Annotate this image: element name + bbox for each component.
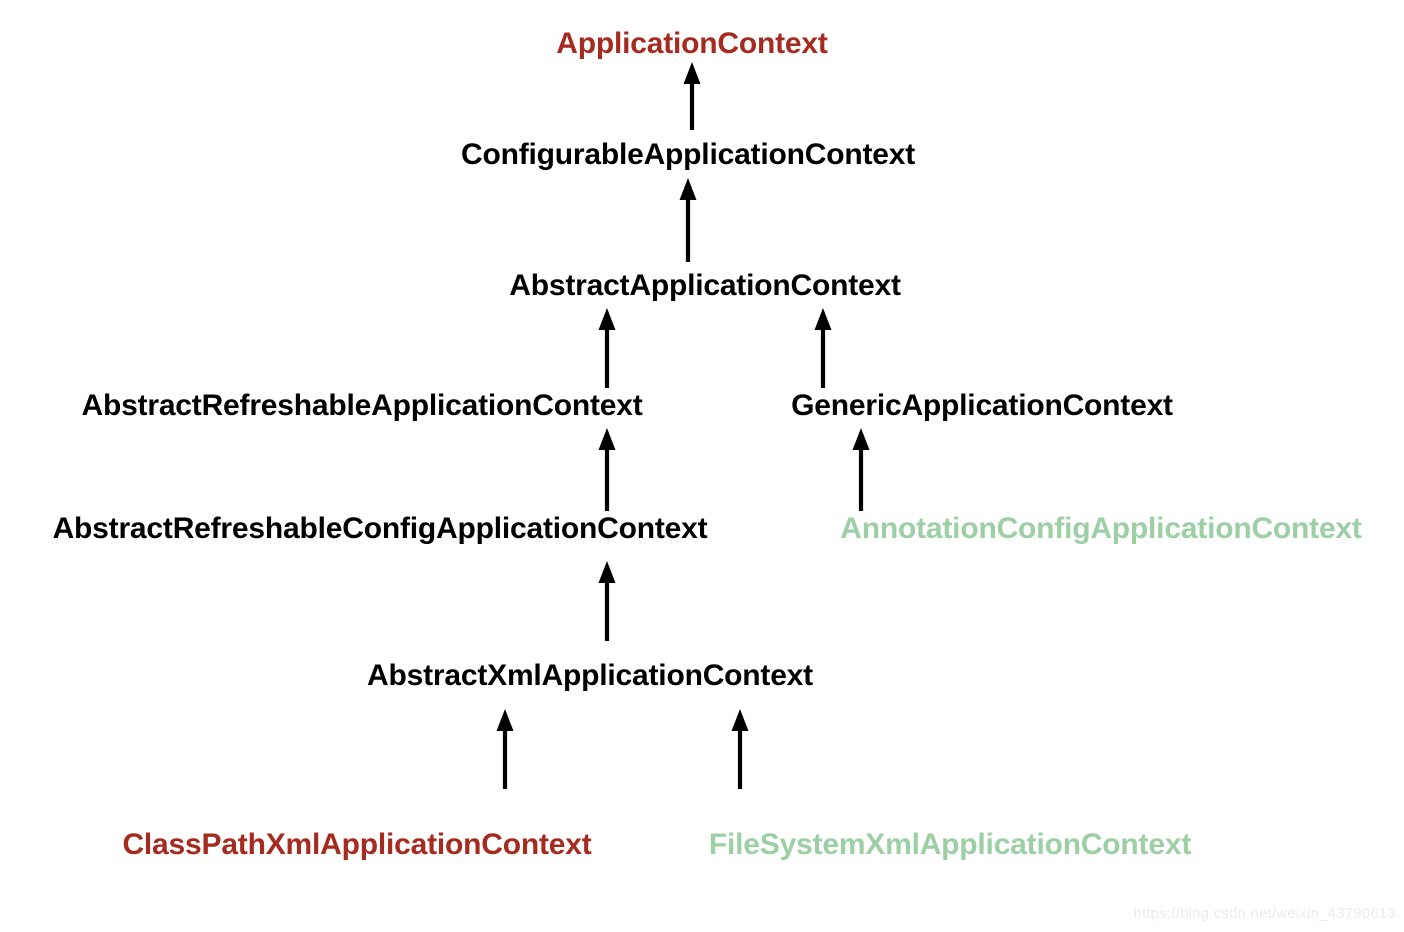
class-node-abstractApplicationContext: AbstractApplicationContext: [509, 269, 901, 302]
class-node-applicationContext: ApplicationContext: [556, 27, 828, 60]
edge-classpath-to-xml: [496, 709, 514, 789]
edge-configurable-to-application: [683, 62, 701, 130]
edge-xml-to-refreshableconfig: [598, 561, 616, 641]
class-node-classPathXmlApplicationContext: ClassPathXmlApplicationContext: [122, 828, 592, 861]
class-node-annotationConfigApplicationContext: AnnotationConfigApplicationContext: [840, 512, 1362, 545]
edge-annotationconfig-to-generic: [852, 428, 870, 511]
class-node-abstractRefreshableApplicationContext: AbstractRefreshableApplicationContext: [81, 389, 643, 422]
edge-refreshableconfig-to-refreshable: [598, 428, 616, 511]
class-node-configurableApplicationContext: ConfigurableApplicationContext: [461, 138, 915, 171]
class-node-abstractXmlApplicationContext: AbstractXmlApplicationContext: [367, 659, 813, 692]
edge-abstract-to-configurable: [679, 178, 697, 262]
edge-refreshable-to-abstract: [598, 308, 616, 388]
edge-filesystem-to-xml: [731, 709, 749, 789]
edge-generic-to-abstract: [814, 308, 832, 388]
class-node-fileSystemXmlApplicationContext: FileSystemXmlApplicationContext: [708, 828, 1192, 861]
class-node-abstractRefreshableConfigApplicationContext: AbstractRefreshableConfigApplicationCont…: [52, 512, 708, 545]
class-node-genericApplicationContext: GenericApplicationContext: [791, 389, 1173, 422]
watermark-url: https://blog.csdn.net/weixin_43790613: [1133, 905, 1396, 922]
